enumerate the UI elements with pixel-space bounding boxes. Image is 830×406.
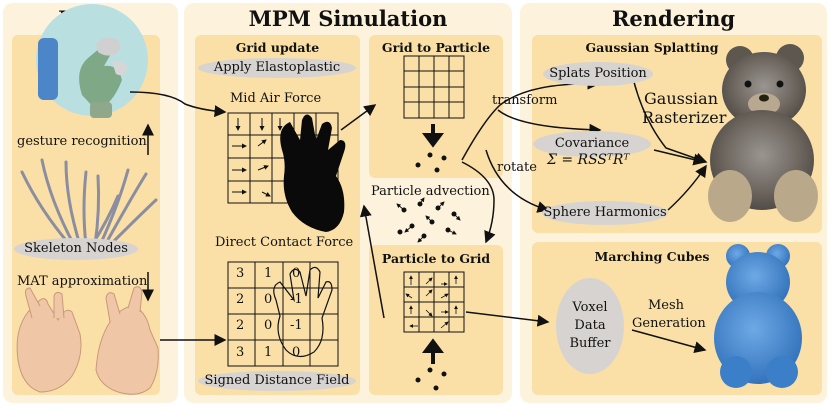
g2p-grid [403,55,465,119]
p2g-title: Particle to Grid [381,251,491,266]
p2g-particles [415,367,447,391]
sdf-pill: Signed Distance Field [198,371,356,391]
sdf-cell-1-0: 2 [236,292,245,307]
mpm-title: MPM Simulation [248,6,448,31]
hands-image [16,286,159,395]
sdf-cell-1-2: -1 [290,292,303,307]
mc-title: Marching Cubes [594,249,710,264]
voxel-line1: Voxel [572,300,608,315]
voxel-line3: Buffer [569,336,611,351]
mesh-bear-image [714,244,802,388]
transform-label: transform [492,93,558,108]
gs-title: Gaussian Splatting [585,40,719,55]
rendering-title: Rendering [611,6,736,31]
hand-sphere-image [36,4,148,120]
sdf-cell-2-2: -1 [290,318,303,333]
voxel-ellipse [556,278,624,374]
g2p-box [369,35,503,178]
mesh-line2: Generation [632,316,706,331]
gesture-label: gesture recognition [17,134,147,149]
elastoplastic-pill: Apply Elastoplastic [198,58,356,78]
sdf-cell-0-2: 0 [292,266,301,281]
sdf-cell-3-2: 0 [292,345,301,360]
sdf-cell-0-1: 1 [264,266,273,281]
skeleton-nodes-image [20,158,158,247]
sdf-cell-2-1: 0 [264,318,273,333]
covariance-pill: Covariance [533,131,651,157]
sh-pill: Sphere Harmonics [542,201,668,225]
advection-particles [396,197,461,243]
p2g-vectors [405,275,458,329]
sdf-grid [227,261,339,367]
sdf-cell-3-1: 1 [264,345,273,360]
sdf-cell-0-0: 3 [236,266,245,281]
rasterizer-line2: Rasterizer [642,108,727,127]
sdf-cell-3-0: 3 [236,345,245,360]
sdf-hand-outline [273,266,333,358]
rasterizer-line1: Gaussian [644,89,719,108]
p2g-box [369,245,503,395]
splats-pill: Splats Position [543,62,653,86]
mid-air-label: Mid Air Force [230,91,322,106]
grid-update-title: Grid update [235,40,320,55]
g2p-particles [415,152,447,173]
advection-label: Particle advection [371,184,490,199]
mat-label: MAT approximation [17,274,148,289]
skeleton-nodes-pill: Skeleton Nodes [14,238,138,260]
direct-contact-label: Direct Contact Force [215,235,354,250]
rotate-label: rotate [497,160,537,175]
p2g-grid [403,271,465,333]
sdf-cell-1-1: 0 [264,292,273,307]
cov-formula: Σ = RSSᵀRᵀ [547,152,630,168]
voxel-line2: Data [574,318,606,333]
mesh-line1: Mesh [648,298,685,313]
gaussian-bear-image [708,44,818,222]
g2p-title: Grid to Particle [381,40,491,55]
hand-silhouette [280,114,346,232]
mid-air-vectors [232,118,283,197]
sdf-cell-2-0: 2 [236,318,245,333]
